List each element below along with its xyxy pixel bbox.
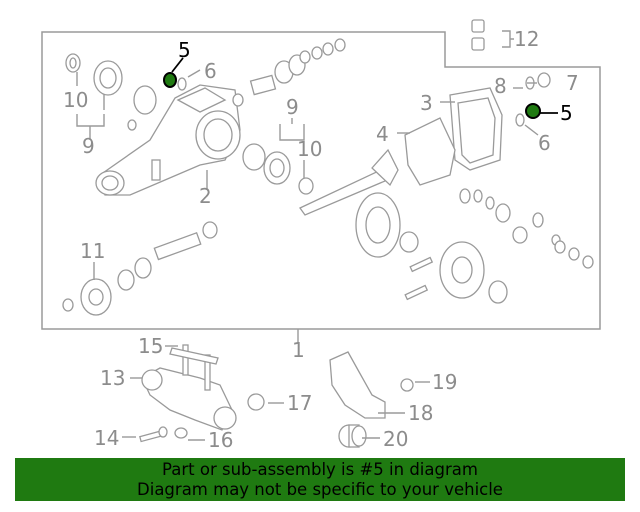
callout-10-mid: 10: [297, 137, 322, 161]
ring-gear: [355, 192, 401, 258]
mount-bolts-15: [169, 344, 219, 391]
seal-10-mid: [298, 177, 314, 195]
callout-11: 11: [80, 239, 105, 263]
cover-gasket: [404, 117, 456, 186]
callout-9-left: 9: [82, 134, 95, 158]
side-gears: [459, 188, 594, 269]
callout-8: 8: [494, 74, 507, 98]
leader-lines: [76, 30, 539, 441]
callout-6-top: 6: [204, 59, 217, 83]
bearing-9-mid: [263, 151, 291, 185]
breather-cap-12: [471, 19, 485, 51]
bearing-right: [399, 231, 419, 253]
plug-7: [537, 72, 551, 88]
callout-9-mid: 9: [286, 95, 299, 119]
small-seal: [127, 119, 137, 131]
pinion-bearings: [117, 221, 218, 291]
callout-16: 16: [208, 428, 233, 452]
flange-nut: [62, 298, 74, 312]
o-ring: [133, 85, 157, 115]
parts-diagram: 1 2 3 4 5 5 6 6 7 8 9 9 10 10 11 12 13 1…: [41, 19, 601, 452]
banner-line-1: Part or sub-assembly is #5 in diagram: [162, 460, 478, 479]
seal-ring-10-left: [65, 53, 81, 73]
cross-pin-2: [404, 284, 429, 301]
callout-12: 12: [514, 27, 539, 51]
callouts: 1 2 3 4 5 5 6 6 7 8 9 9 10 10 11 12 13 1…: [63, 27, 579, 452]
callout-1: 1: [292, 338, 305, 362]
bushing-20: [338, 424, 367, 448]
differential-case: [439, 241, 485, 299]
leader-lines-highlight: [171, 57, 558, 114]
callout-18: 18: [408, 401, 433, 425]
diff-bearing: [488, 280, 508, 304]
banner-line-2: Diagram may not be specific to your vehi…: [137, 480, 503, 499]
callout-14: 14: [94, 426, 119, 450]
callout-3: 3: [420, 91, 433, 115]
companion-flange: [80, 278, 112, 316]
callout-20: 20: [383, 427, 408, 451]
rear-cover: [449, 87, 503, 171]
nut-16: [174, 427, 188, 439]
callout-7: 7: [566, 71, 579, 95]
mount-bracket-18: [329, 351, 386, 419]
cross-pin: [409, 256, 434, 273]
nut-17: [247, 393, 265, 411]
callout-17: 17: [287, 391, 312, 415]
callout-4: 4: [376, 122, 389, 146]
callout-13: 13: [100, 366, 125, 390]
pinion-shaft: [299, 148, 399, 216]
callout-19: 19: [432, 370, 457, 394]
callout-5-right: 5: [560, 101, 573, 125]
callout-10-left: 10: [63, 88, 88, 112]
part-5-plug-right: [525, 103, 541, 119]
callout-15: 15: [138, 334, 163, 358]
info-banner: Part or sub-assembly is #5 in diagram Di…: [15, 458, 625, 501]
gasket-6-right: [515, 113, 525, 127]
assembly-frame: [41, 31, 601, 330]
callout-5-top: 5: [178, 38, 191, 62]
bolt-14: [139, 426, 168, 443]
part-5-plug-top: [163, 72, 177, 88]
gasket-6-top: [177, 77, 187, 91]
rear-mount-bracket: [141, 367, 237, 431]
callout-2: 2: [199, 184, 212, 208]
o-ring-mid: [242, 143, 266, 171]
spacer-parts: [232, 38, 346, 107]
differential-housing: [95, 84, 241, 196]
bearing-9-left: [93, 60, 123, 96]
callout-6-right: 6: [538, 131, 551, 155]
nut-19: [400, 378, 414, 392]
